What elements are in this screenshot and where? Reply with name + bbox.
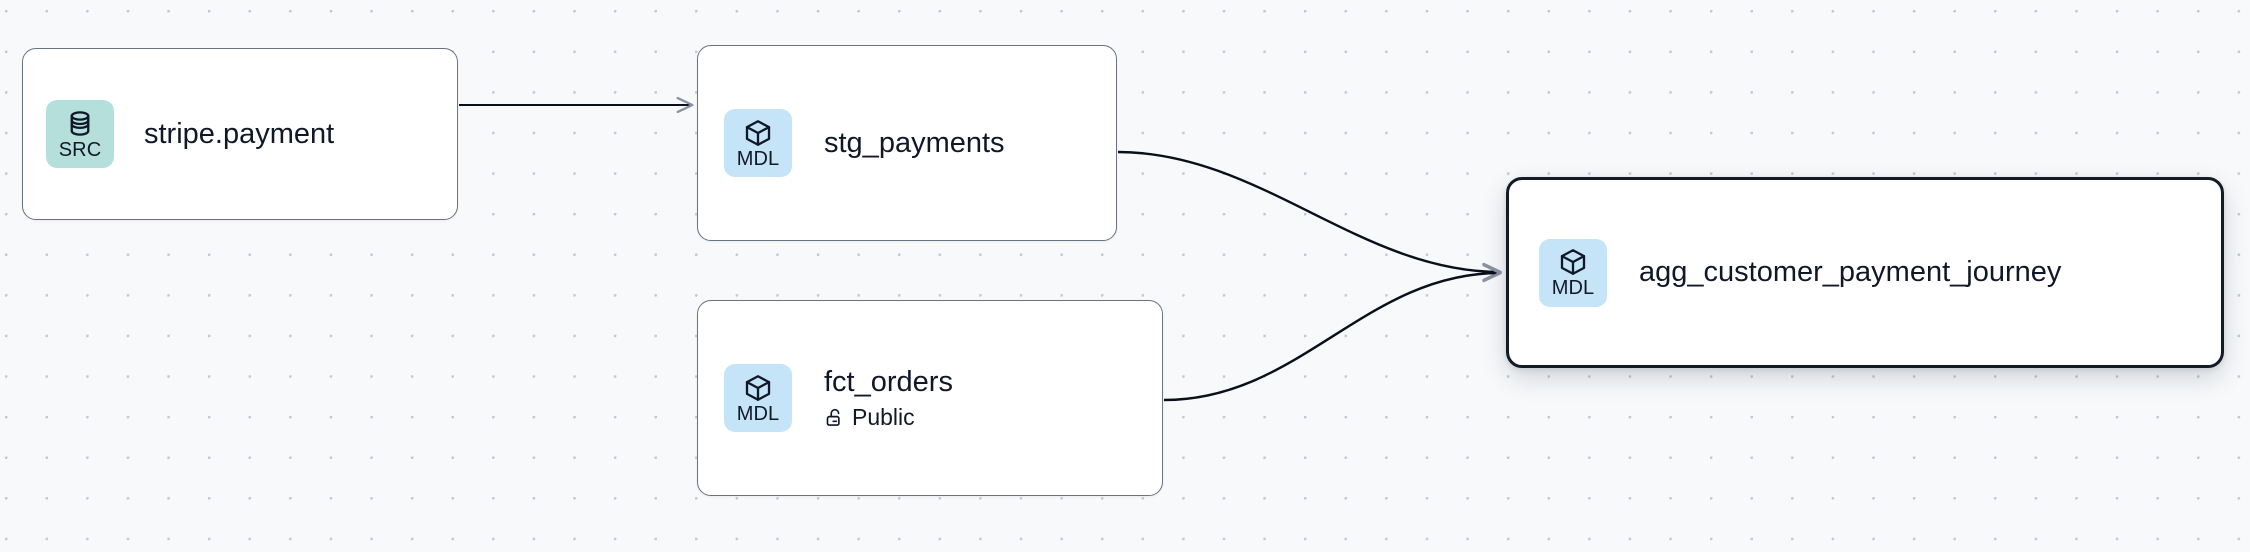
model-type-badge: MDL bbox=[724, 109, 792, 177]
node-body: stripe.payment bbox=[144, 118, 334, 150]
edge-stg-to-agg bbox=[1117, 150, 1502, 282]
unlock-icon bbox=[826, 408, 840, 426]
lineage-node-fct-orders[interactable]: MDL fct_orders Public bbox=[697, 300, 1163, 496]
badge-label: MDL bbox=[736, 147, 780, 170]
model-type-badge: MDL bbox=[1539, 238, 1607, 307]
cube-icon bbox=[1560, 249, 1586, 275]
cube-icon bbox=[745, 374, 771, 401]
node-visibility: Public bbox=[824, 403, 953, 430]
node-body: agg_customer_payment_journey bbox=[1639, 256, 2061, 288]
database-icon bbox=[70, 110, 90, 136]
model-type-badge: MDL bbox=[724, 364, 792, 432]
node-body: fct_orders Public bbox=[824, 366, 953, 430]
badge-label: MDL bbox=[1551, 277, 1595, 299]
node-title: fct_orders bbox=[824, 366, 953, 399]
visibility-label: Public bbox=[852, 403, 915, 430]
badge-label: MDL bbox=[736, 402, 780, 425]
lineage-node-stg-payments[interactable]: MDL stg_payments bbox=[697, 45, 1117, 241]
edge-fct-to-agg bbox=[1163, 263, 1502, 402]
badge-label: SRC bbox=[58, 138, 102, 161]
node-title: stg_payments bbox=[824, 126, 1005, 159]
source-type-badge: SRC bbox=[46, 100, 114, 168]
lineage-node-stripe-payment[interactable]: SRC stripe.payment bbox=[22, 48, 458, 220]
node-body: stg_payments bbox=[824, 127, 1005, 159]
cube-icon bbox=[745, 119, 771, 146]
node-title: stripe.payment bbox=[144, 117, 335, 150]
lineage-node-agg-customer-payment-journey[interactable]: MDL agg_customer_payment_journey bbox=[1506, 177, 2224, 368]
node-title: agg_customer_payment_journey bbox=[1639, 256, 2062, 289]
